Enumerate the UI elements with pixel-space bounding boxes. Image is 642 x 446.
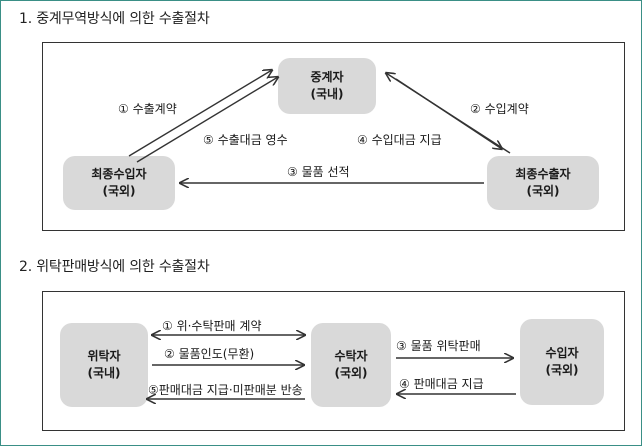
importer-region: (국외) [545,363,579,377]
final-exporter-region: (국외) [526,184,560,198]
s1-step4-label: ④ 수입대금 지급 [357,133,442,147]
intermediary-name: 중계자 [310,70,344,84]
s1-step1-label: ① 수출계약 [118,102,177,116]
intermediary-node: 중계자 (국내) [278,58,376,114]
importer-name: 수입자 [545,346,579,360]
s2-step4-label: ④ 판매대금 지급 [399,377,484,391]
s2-step3-label: ③ 물품 위탁판매 [396,339,481,353]
final-importer-name: 최종수입자 [91,167,147,181]
s2-step5-label: ⑤판매대금 지급·미판매분 반송 [148,383,303,397]
final-exporter-node: 최종수출자 (국외) [487,156,599,210]
consignee-name: 수탁자 [334,349,368,363]
final-importer-node: 최종수입자 (국외) [63,156,175,210]
s1-step5-label: ⑤ 수출대금 영수 [203,133,288,147]
final-exporter-name: 최종수출자 [515,167,571,181]
consignee-node: 수탁자 (국외) [311,323,391,407]
section1-title: 1. 중계무역방식에 의한 수출절차 [19,11,210,27]
consignee-region: (국외) [334,366,368,380]
intermediary-region: (국내) [310,87,344,101]
consignor-node: 위탁자 (국내) [60,323,148,407]
s1-step2-label: ② 수입계약 [470,102,529,116]
importer-node: 수입자 (국외) [520,319,604,405]
section2-title: 2. 위탁판매방식에 의한 수출절차 [19,259,210,275]
s1-step3-label: ③ 물품 선적 [287,165,350,179]
consignor-region: (국내) [87,366,121,380]
final-importer-region: (국외) [102,184,136,198]
s2-step1-label: ① 위·수탁판매 계약 [162,319,262,333]
consignor-name: 위탁자 [87,349,121,363]
s2-step2-label: ② 물품인도(무환) [164,347,255,361]
